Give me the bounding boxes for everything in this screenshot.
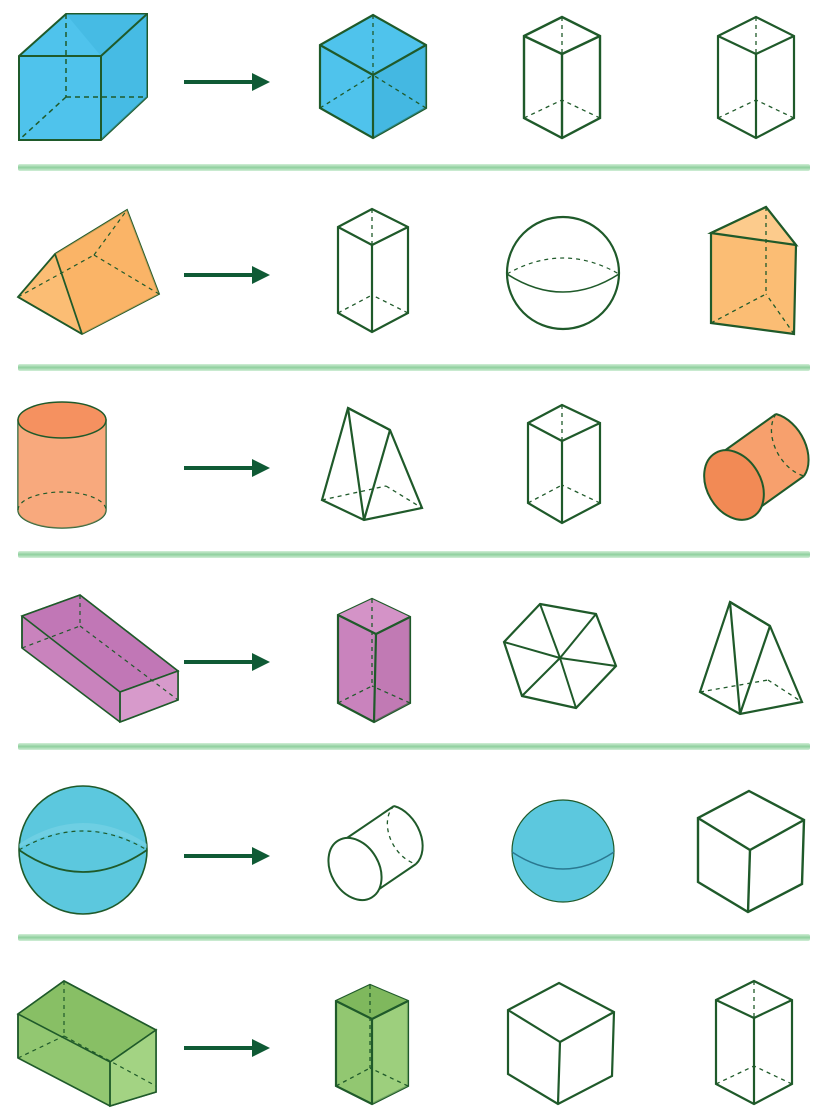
- row-divider: [18, 164, 810, 171]
- triangular-prism-option[interactable]: [696, 598, 806, 718]
- cube-vertex-option[interactable]: [504, 980, 618, 1108]
- row-divider: [18, 364, 810, 371]
- arrow-right-icon: [184, 73, 270, 91]
- arrow-right-icon: [184, 653, 270, 671]
- tall-box-option[interactable]: [714, 14, 798, 142]
- row-divider: [18, 551, 810, 558]
- triangular-prism-orange-target: [16, 208, 161, 336]
- sphere-blue-target: [18, 785, 148, 915]
- cube-blue-target: [18, 13, 148, 141]
- arrow-right-icon: [184, 1039, 270, 1057]
- tall-box-option[interactable]: [334, 206, 412, 336]
- arrow-right-icon: [184, 847, 270, 865]
- triangular-prism-orange-option[interactable]: [706, 204, 802, 338]
- cube-blue-option[interactable]: [316, 12, 430, 140]
- row-1: [0, 0, 828, 165]
- triangular-prism-option[interactable]: [318, 404, 426, 524]
- row-6: [0, 944, 828, 1110]
- tall-box-green-option[interactable]: [332, 982, 412, 1108]
- row-5: [0, 752, 828, 936]
- pentagonal-pyramid-option[interactable]: [500, 600, 620, 712]
- cylinder-outline-option[interactable]: [316, 798, 426, 902]
- row-divider: [18, 743, 810, 750]
- row-divider: [18, 934, 810, 941]
- cylinder-orange-target: [17, 401, 107, 529]
- row-2: [0, 172, 828, 364]
- cylinder-orange-option[interactable]: [690, 406, 812, 521]
- arrow-right-icon: [184, 459, 270, 477]
- tall-box-option[interactable]: [712, 978, 796, 1110]
- sphere-outline-option[interactable]: [502, 212, 624, 334]
- arrow-right-icon: [184, 266, 270, 284]
- slab-purple-target: [20, 594, 180, 724]
- tall-box-option[interactable]: [520, 14, 604, 142]
- box-green-target: [16, 980, 158, 1108]
- tall-box-option[interactable]: [524, 402, 604, 526]
- tall-box-purple-option[interactable]: [334, 596, 414, 726]
- row-4: [0, 560, 828, 744]
- row-3: [0, 372, 828, 552]
- cube-vertex-option[interactable]: [694, 788, 808, 916]
- sphere-blue-option[interactable]: [508, 796, 618, 906]
